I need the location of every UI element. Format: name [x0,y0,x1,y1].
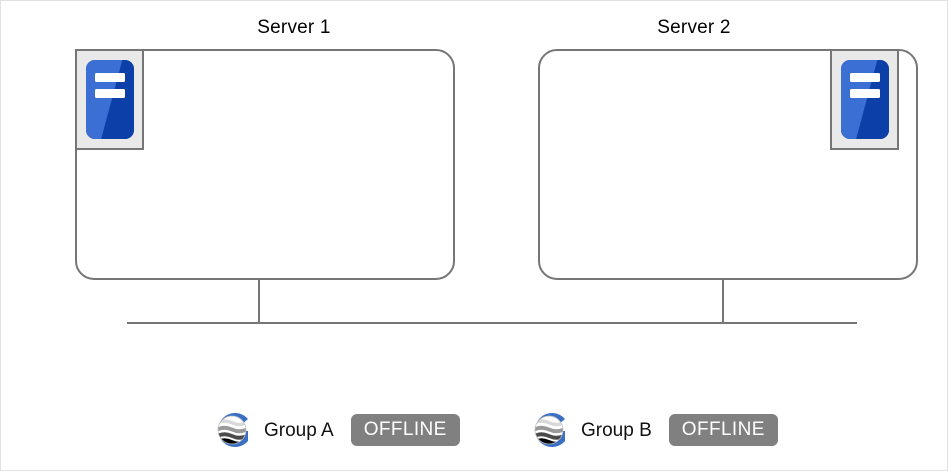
server-icon-bar-bottom [849,89,880,98]
server-icon [85,60,134,139]
server-1-icon-bay[interactable] [75,49,144,150]
group-b-status-badge: OFFLINE [668,414,778,446]
server-icon-bar-top [849,73,880,82]
group-b-label: Group B [581,419,652,441]
group-b-row: Group B OFFLINE [526,405,778,455]
server-2-icon-bay[interactable] [830,49,899,150]
group-a-status-badge: OFFLINE [350,414,460,446]
group-globe-logo [217,413,248,447]
server-2-title: Server 2 [657,17,731,38]
shared-bus-line [127,322,857,324]
server-icon-bar-bottom [94,89,125,98]
server-icon-bar-top [94,73,125,82]
server-1-bus-stem [258,278,260,324]
group-globe-logo [534,413,565,447]
group-a-label: Group A [264,419,334,441]
server-2-bus-stem [722,278,724,324]
server-icon [840,60,889,139]
server-1-title: Server 1 [257,17,331,38]
group-a-row: Group A OFFLINE [209,405,460,455]
